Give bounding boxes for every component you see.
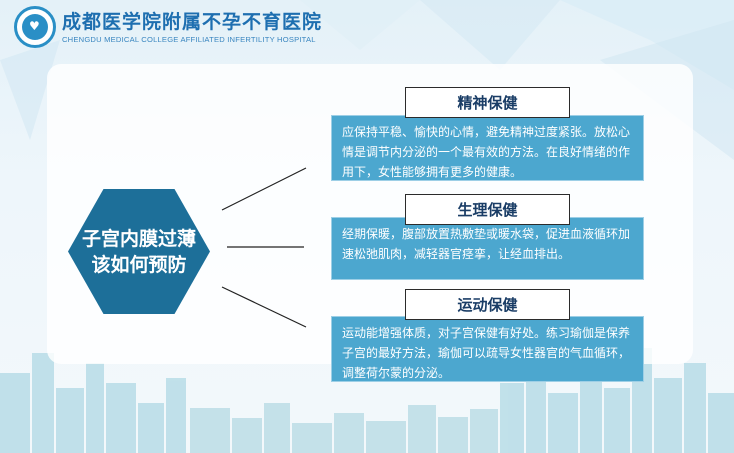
exercise-care-label: 运动保健	[405, 289, 570, 320]
city-skyline	[0, 348, 734, 453]
mental-care-description: 应保持平稳、愉快的心情，避免精神过度紧张。放松心情是调节内分泌的一个最有效的方法…	[331, 115, 644, 181]
exercise-care-description: 运动能增强体质，对子宫保健有好处。练习瑜伽是保养子宫的最好方法，瑜伽可以疏导女性…	[331, 316, 644, 382]
topic-line-1: 子宫内膜过薄	[81, 227, 196, 250]
hospital-logo-icon: ♥	[14, 6, 56, 48]
topic-title: 子宫内膜过薄 该如何预防	[68, 189, 210, 314]
hospital-name-en: CHENGDU MEDICAL COLLEGE AFFILIATED INFER…	[62, 34, 316, 44]
hospital-name: 成都医学院附属不孕不育医院	[62, 10, 323, 33]
mental-care-label: 精神保健	[405, 87, 570, 118]
topic-line-2: 该如何预防	[91, 253, 187, 276]
hospital-header: ♥ 成都医学院附属不孕不育医院 CHENGDU MEDICAL COLLEGE …	[14, 6, 322, 48]
physical-care-label: 生理保健	[405, 194, 570, 225]
physical-care-description: 经期保暖，腹部放置热敷垫或暖水袋，促进血液循环加速松弛肌肉，减轻器官痉挛，让经血…	[331, 217, 644, 280]
